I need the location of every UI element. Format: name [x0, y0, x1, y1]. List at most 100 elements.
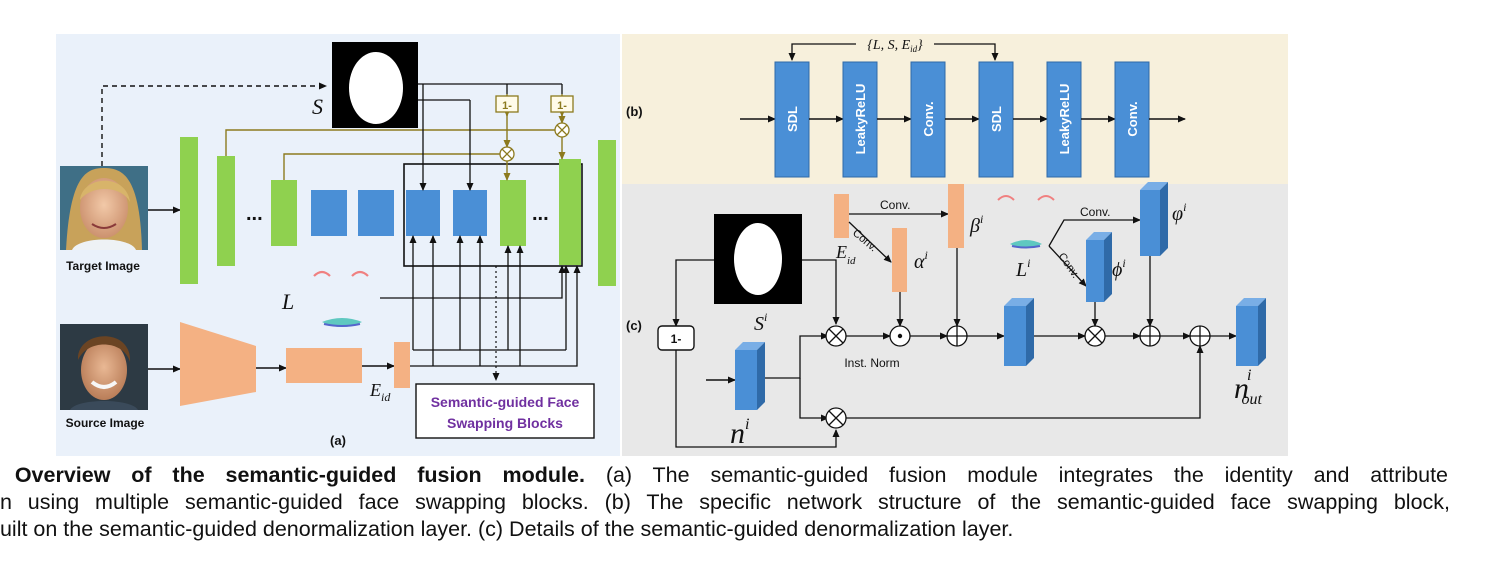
- target-image: [60, 166, 148, 250]
- n-i-symbol: ni: [730, 416, 749, 450]
- e-id-symbol: Eid: [369, 380, 391, 404]
- phi-block: [1086, 232, 1112, 302]
- b-block-label-6: Conv.: [1125, 101, 1140, 136]
- identity-vector: [394, 342, 410, 388]
- s-symbol: S: [312, 94, 323, 119]
- c-e-id-symbol: Eid: [835, 242, 856, 267]
- multiply-node-c2: [1084, 325, 1106, 347]
- beta-symbol: βi: [969, 212, 983, 237]
- phi-symbol: ϕi: [1112, 256, 1126, 281]
- mask-s-i: [714, 214, 802, 304]
- b-block-label-5: LeakyReLU: [1057, 84, 1072, 155]
- n-to-multiply-top: [765, 332, 829, 379]
- identity-feature: [286, 348, 362, 383]
- fusion-block-box: [403, 163, 583, 267]
- output-bar: [598, 140, 616, 286]
- s-i-symbol: Si: [754, 310, 767, 335]
- blocks-label-box: [415, 383, 595, 439]
- conv-beta-label: Conv.: [880, 198, 910, 212]
- fusion-block-1: [406, 190, 440, 236]
- add-node-c3: [1189, 325, 1211, 347]
- alpha-vector: [892, 228, 907, 292]
- b-block-label-2: LeakyReLU: [853, 84, 868, 155]
- bottleneck-block-2: [358, 190, 394, 236]
- b-block-label-1: SDL: [785, 106, 800, 132]
- b-block-sdl-1: [774, 61, 810, 178]
- caption-line-2: on using multiple semantic-guided face s…: [0, 490, 1450, 514]
- c-one-minus-label: 1-: [671, 332, 682, 346]
- one-minus-to-multiply: [675, 350, 840, 448]
- mask-to-one-minus: [672, 259, 714, 327]
- intermediate-feature-block: [1004, 298, 1034, 366]
- blocks-label-line-2: Swapping Blocks: [447, 415, 563, 431]
- source-image-label: Source Image: [66, 416, 145, 430]
- mask-lines: [418, 83, 563, 191]
- one-minus-box-2: [550, 95, 574, 113]
- mask-to-multiply: [802, 259, 840, 325]
- panel-a: Target Image Source Image S ...: [56, 34, 620, 456]
- encoder-bar-3: [271, 180, 297, 246]
- c-identity-vector: [834, 194, 849, 238]
- n-i-block: [735, 342, 765, 410]
- e-to-alpha: [848, 221, 892, 263]
- target-image-label: Target Image: [66, 259, 140, 273]
- b-block-label-4: SDL: [989, 106, 1004, 132]
- panel-c-label: (c): [626, 318, 642, 333]
- alpha-symbol: αi: [914, 248, 928, 273]
- b-block-conv-1: [910, 61, 946, 178]
- l-input-line: [380, 265, 566, 299]
- decoder-bar-1: [500, 180, 526, 246]
- identity-encoder: [180, 322, 256, 406]
- add-node-c1: [946, 325, 968, 347]
- feedback-arrow-left: [788, 43, 856, 61]
- beta-vector: [948, 184, 964, 248]
- panel-b-background: [622, 34, 1288, 184]
- b-block-leakyrelu-1: [842, 61, 878, 178]
- lips-l-i: [997, 195, 1055, 249]
- multiply-node-c1: [825, 325, 847, 347]
- multiply-node-a2: [554, 122, 570, 138]
- l-to-phi: [1048, 245, 1087, 287]
- multiply-node-c3: [825, 407, 847, 429]
- one-minus-box-1: [495, 95, 519, 113]
- dashed-mask-arrow: [101, 82, 327, 166]
- source-image: [60, 324, 148, 410]
- blocks-label-line-1: Semantic-guided Face: [431, 394, 580, 410]
- encoder-ellipsis: ...: [246, 203, 263, 225]
- panel-b: (b) {L, S, Eid} SDL LeakyReLU Conv. SDL …: [622, 34, 1288, 184]
- figure-caption: . Overview of the semantic-guided fusion…: [0, 462, 1500, 567]
- identity-lines: [409, 235, 581, 367]
- caption-line-3: built on the semantic-guided denormaliza…: [0, 517, 1014, 541]
- caption-line-1: . Overview of the semantic-guided fusion…: [0, 462, 1448, 489]
- l-symbol: L: [281, 289, 294, 314]
- fusion-block-2: [453, 190, 487, 236]
- lips-l: [313, 270, 369, 327]
- one-minus-label-2: 1-: [557, 100, 567, 112]
- varphi-block: [1140, 182, 1168, 256]
- dot-product-node: [889, 325, 911, 347]
- add-node-c2: [1139, 325, 1161, 347]
- feedback-arrow-right: [934, 43, 999, 61]
- feedback-label: {L, S, Eid}: [867, 38, 923, 54]
- decoder-ellipsis: ...: [532, 203, 549, 225]
- n-to-multiply-bottom: [799, 378, 829, 422]
- one-minus-label-1: 1-: [502, 100, 512, 112]
- varphi-symbol: φi: [1172, 200, 1186, 225]
- decoder-bar-2: [559, 159, 581, 265]
- b-block-leakyrelu-2: [1046, 61, 1082, 178]
- caption-line-1-text: (a) The semantic-guided fusion module in…: [584, 463, 1448, 487]
- semantic-fusion-figure: Target Image Source Image S ...: [56, 34, 1288, 456]
- multiply-node-a1: [499, 146, 515, 162]
- panel-c: (c) Si 1- Eid Conv. Conv. αi βi: [622, 182, 1288, 456]
- l-i-symbol: Li: [1015, 256, 1030, 281]
- b-block-label-3: Conv.: [921, 101, 936, 136]
- l-to-varphi: [1048, 216, 1141, 247]
- encoder-bar-2: [217, 156, 235, 266]
- mask-s: [332, 42, 418, 128]
- panel-b-chain: [774, 61, 1186, 178]
- n-out-block: [1236, 298, 1266, 366]
- conv-varphi-label: Conv.: [1080, 205, 1110, 219]
- inst-norm-label: Inst. Norm: [844, 356, 899, 370]
- bottleneck-block-1: [311, 190, 347, 236]
- b-block-conv-2: [1114, 61, 1150, 178]
